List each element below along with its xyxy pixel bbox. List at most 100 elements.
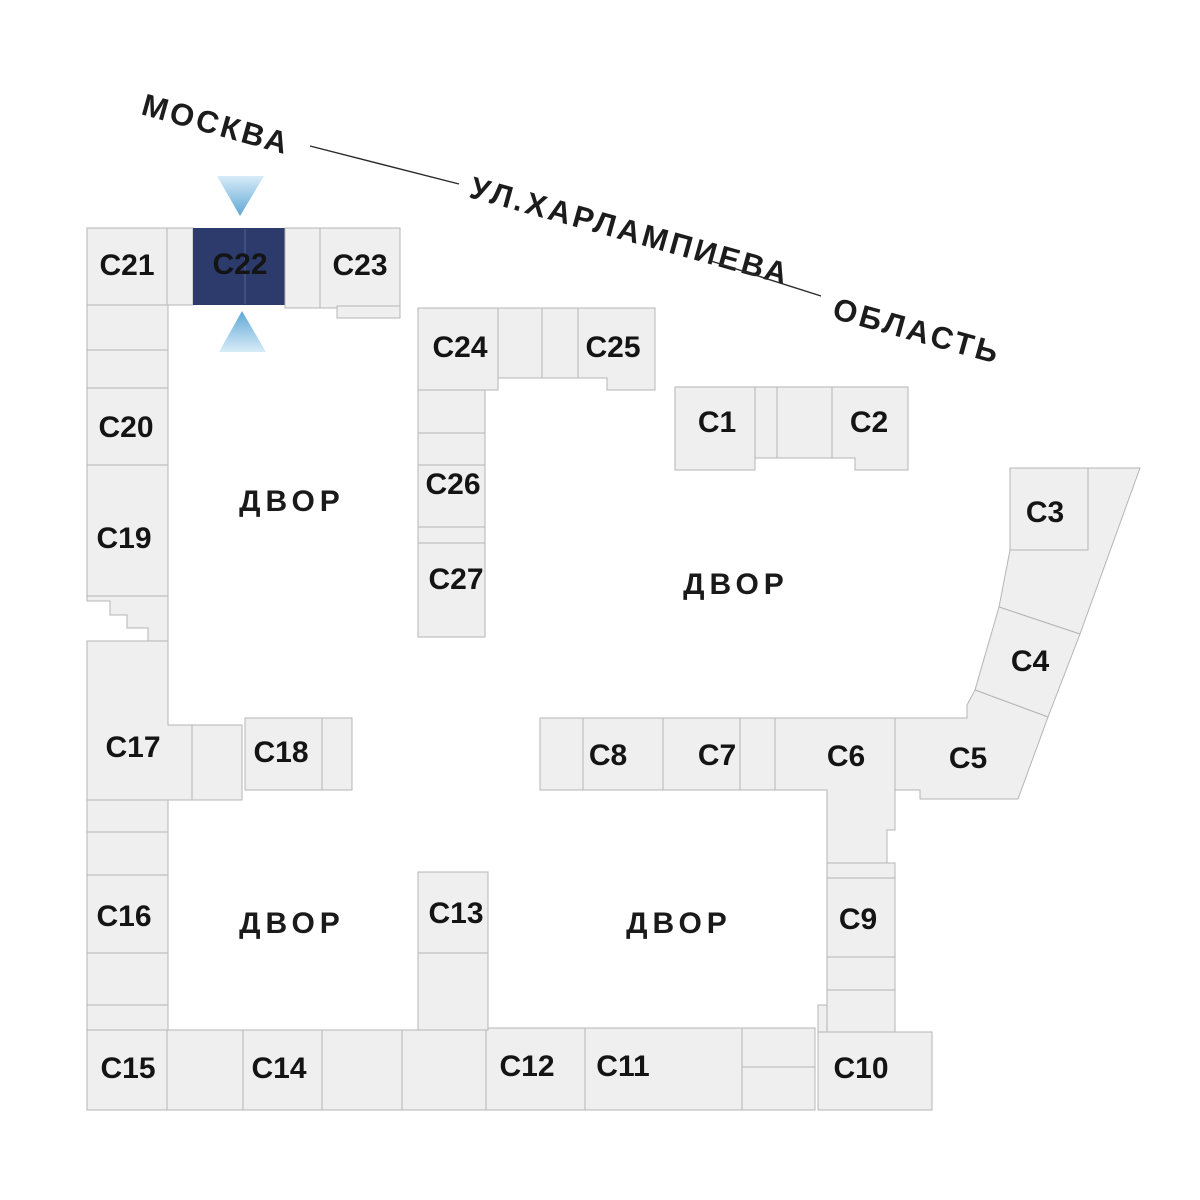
building-segment: [401, 1029, 487, 1111]
building-c18[interactable]: С18: [244, 717, 323, 791]
building-c19-label: С19: [96, 522, 151, 555]
building-c26-label: С26: [425, 468, 480, 501]
building-c21-label: С21: [99, 249, 154, 282]
building-c1[interactable]: С1: [674, 386, 756, 471]
street-line-left: [309, 145, 460, 185]
building-c17-shape[interactable]: [86, 640, 193, 801]
building-c5-shape[interactable]: [894, 689, 1049, 800]
building-c7[interactable]: С7: [662, 717, 741, 791]
building-segment: [826, 956, 896, 991]
courtyard-label-top-right: ДВОР: [683, 568, 789, 601]
building-c18-shape[interactable]: [244, 717, 323, 791]
building-segment: [739, 717, 776, 791]
building-c17-label: С17: [105, 731, 160, 764]
building-c3-shape[interactable]: [1009, 467, 1089, 551]
building-c19-shape[interactable]: [86, 464, 169, 597]
building-c25-shape[interactable]: [577, 307, 656, 391]
building-c10-shape[interactable]: [817, 1031, 933, 1111]
building-c12-label: С12: [499, 1050, 554, 1083]
building-c7-label: С7: [698, 739, 736, 772]
building-c9-shape[interactable]: [826, 877, 896, 958]
street-name-label: УЛ.ХАРЛАМПИЕВА: [466, 170, 794, 292]
building-c13-shape[interactable]: [417, 871, 489, 954]
building-c21[interactable]: С21: [86, 227, 168, 306]
building-c5[interactable]: С5: [894, 689, 1049, 800]
building-c8-label: С8: [589, 739, 627, 772]
building-c10[interactable]: С10: [817, 1031, 933, 1111]
building-c6[interactable]: С6: [774, 717, 896, 864]
building-c13[interactable]: С13: [417, 871, 489, 954]
region-direction-label: ОБЛАСТЬ: [829, 291, 1005, 371]
building-c25-label: С25: [585, 331, 640, 364]
building-c7-shape[interactable]: [662, 717, 741, 791]
building-segment: [817, 1004, 828, 1033]
building-c18-label: С18: [253, 736, 308, 769]
building-c23[interactable]: С23: [319, 227, 401, 319]
building-c22-shape[interactable]: [193, 228, 285, 305]
building-c13-label: С13: [428, 897, 483, 930]
building-c16-label: С16: [96, 900, 151, 933]
building-c15-label: С15: [100, 1052, 155, 1085]
courtyard-label-bottom-left: ДВОР: [239, 907, 345, 940]
building-c14-label: С14: [251, 1052, 306, 1085]
building-c19[interactable]: С19: [86, 464, 169, 597]
building-c14[interactable]: С14: [242, 1029, 323, 1111]
building-c1-shape[interactable]: [674, 386, 756, 471]
city-direction-label: МОСКВА: [138, 87, 294, 161]
building-c27-shape[interactable]: [417, 542, 486, 638]
building-c11-shape[interactable]: [584, 1027, 743, 1111]
building-c26-shape[interactable]: [417, 464, 486, 528]
building-c2[interactable]: С2: [831, 386, 909, 471]
building-segment: [541, 307, 579, 379]
building-c24-shape[interactable]: [417, 307, 499, 391]
building-c16[interactable]: С16: [86, 874, 169, 954]
building-c1-label: С1: [698, 406, 736, 439]
building-c27[interactable]: С27: [417, 542, 486, 638]
building-segment: [86, 304, 169, 351]
building-segment: [166, 1029, 244, 1111]
selected-arrow-top: [217, 176, 264, 216]
building-c22-selected[interactable]: С22: [193, 228, 285, 305]
building-segment: [417, 952, 489, 1031]
building-c12-shape[interactable]: [485, 1027, 586, 1111]
building-segment: [321, 1029, 403, 1111]
building-c11[interactable]: С11: [584, 1027, 743, 1111]
building-c9[interactable]: С9: [826, 877, 896, 958]
building-c21-shape[interactable]: [86, 227, 168, 306]
building-segment: [86, 831, 169, 876]
building-c2-shape[interactable]: [831, 386, 909, 471]
building-c3[interactable]: С3: [1009, 467, 1089, 551]
building-segment: [826, 989, 896, 1033]
building-segment: [284, 227, 321, 309]
building-c14-shape[interactable]: [242, 1029, 323, 1111]
building-segment: [86, 349, 169, 389]
building-c15[interactable]: С15: [86, 1029, 168, 1111]
building-c8[interactable]: С8: [582, 717, 664, 791]
building-c11-label: С11: [596, 1050, 649, 1083]
building-c12[interactable]: С12: [485, 1027, 586, 1111]
building-c23-shape[interactable]: [319, 227, 401, 309]
building-c17[interactable]: С17: [86, 640, 193, 801]
selected-arrow-bottom: [219, 311, 266, 352]
building-c2-label: С2: [850, 406, 888, 439]
building-c22-label: С22: [212, 248, 267, 281]
building-segment: [754, 386, 778, 459]
building-c8-shape[interactable]: [582, 717, 664, 791]
building-c20[interactable]: С20: [86, 387, 169, 466]
building-c20-shape[interactable]: [86, 387, 169, 466]
building-segment: [741, 1066, 816, 1111]
building-c27-label: С27: [428, 563, 483, 596]
building-c3-label: С3: [1026, 496, 1064, 529]
building-c5-label: С5: [949, 742, 987, 775]
building-segment-steps: [86, 595, 169, 642]
building-c15-shape[interactable]: [86, 1029, 168, 1111]
building-c26[interactable]: С26: [417, 464, 486, 528]
building-segment: [776, 386, 833, 459]
building-c23-step: [336, 305, 401, 319]
street-line-right: [710, 260, 822, 297]
building-c25[interactable]: С25: [577, 307, 656, 391]
building-segment: [86, 952, 169, 1006]
building-c24[interactable]: С24: [417, 307, 499, 391]
building-segment: [86, 1004, 169, 1031]
